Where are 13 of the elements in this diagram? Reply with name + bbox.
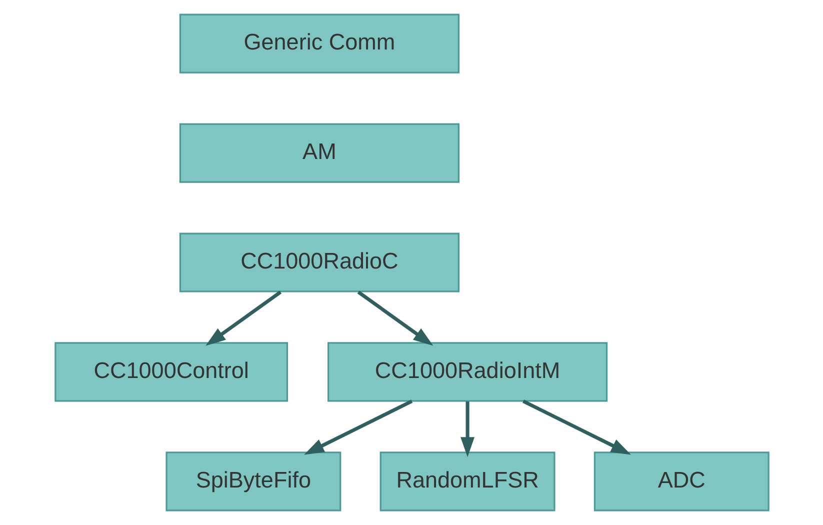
node-box: CC1000RadioC: [178, 232, 459, 292]
arrow: [460, 401, 474, 458]
node-box: SpiByteFifo: [165, 452, 341, 512]
node-box: RandomLFSR: [379, 452, 555, 512]
node-box: CC1000Control: [54, 342, 288, 402]
arrow: [356, 290, 433, 346]
node-box: CC1000RadioIntM: [327, 342, 608, 402]
arrow: [304, 400, 412, 455]
node-box: ADC: [593, 452, 769, 512]
node-box: Generic Comm: [178, 14, 459, 74]
arrow: [205, 290, 282, 346]
node-box: AM: [178, 123, 459, 183]
arrow: [522, 400, 631, 455]
